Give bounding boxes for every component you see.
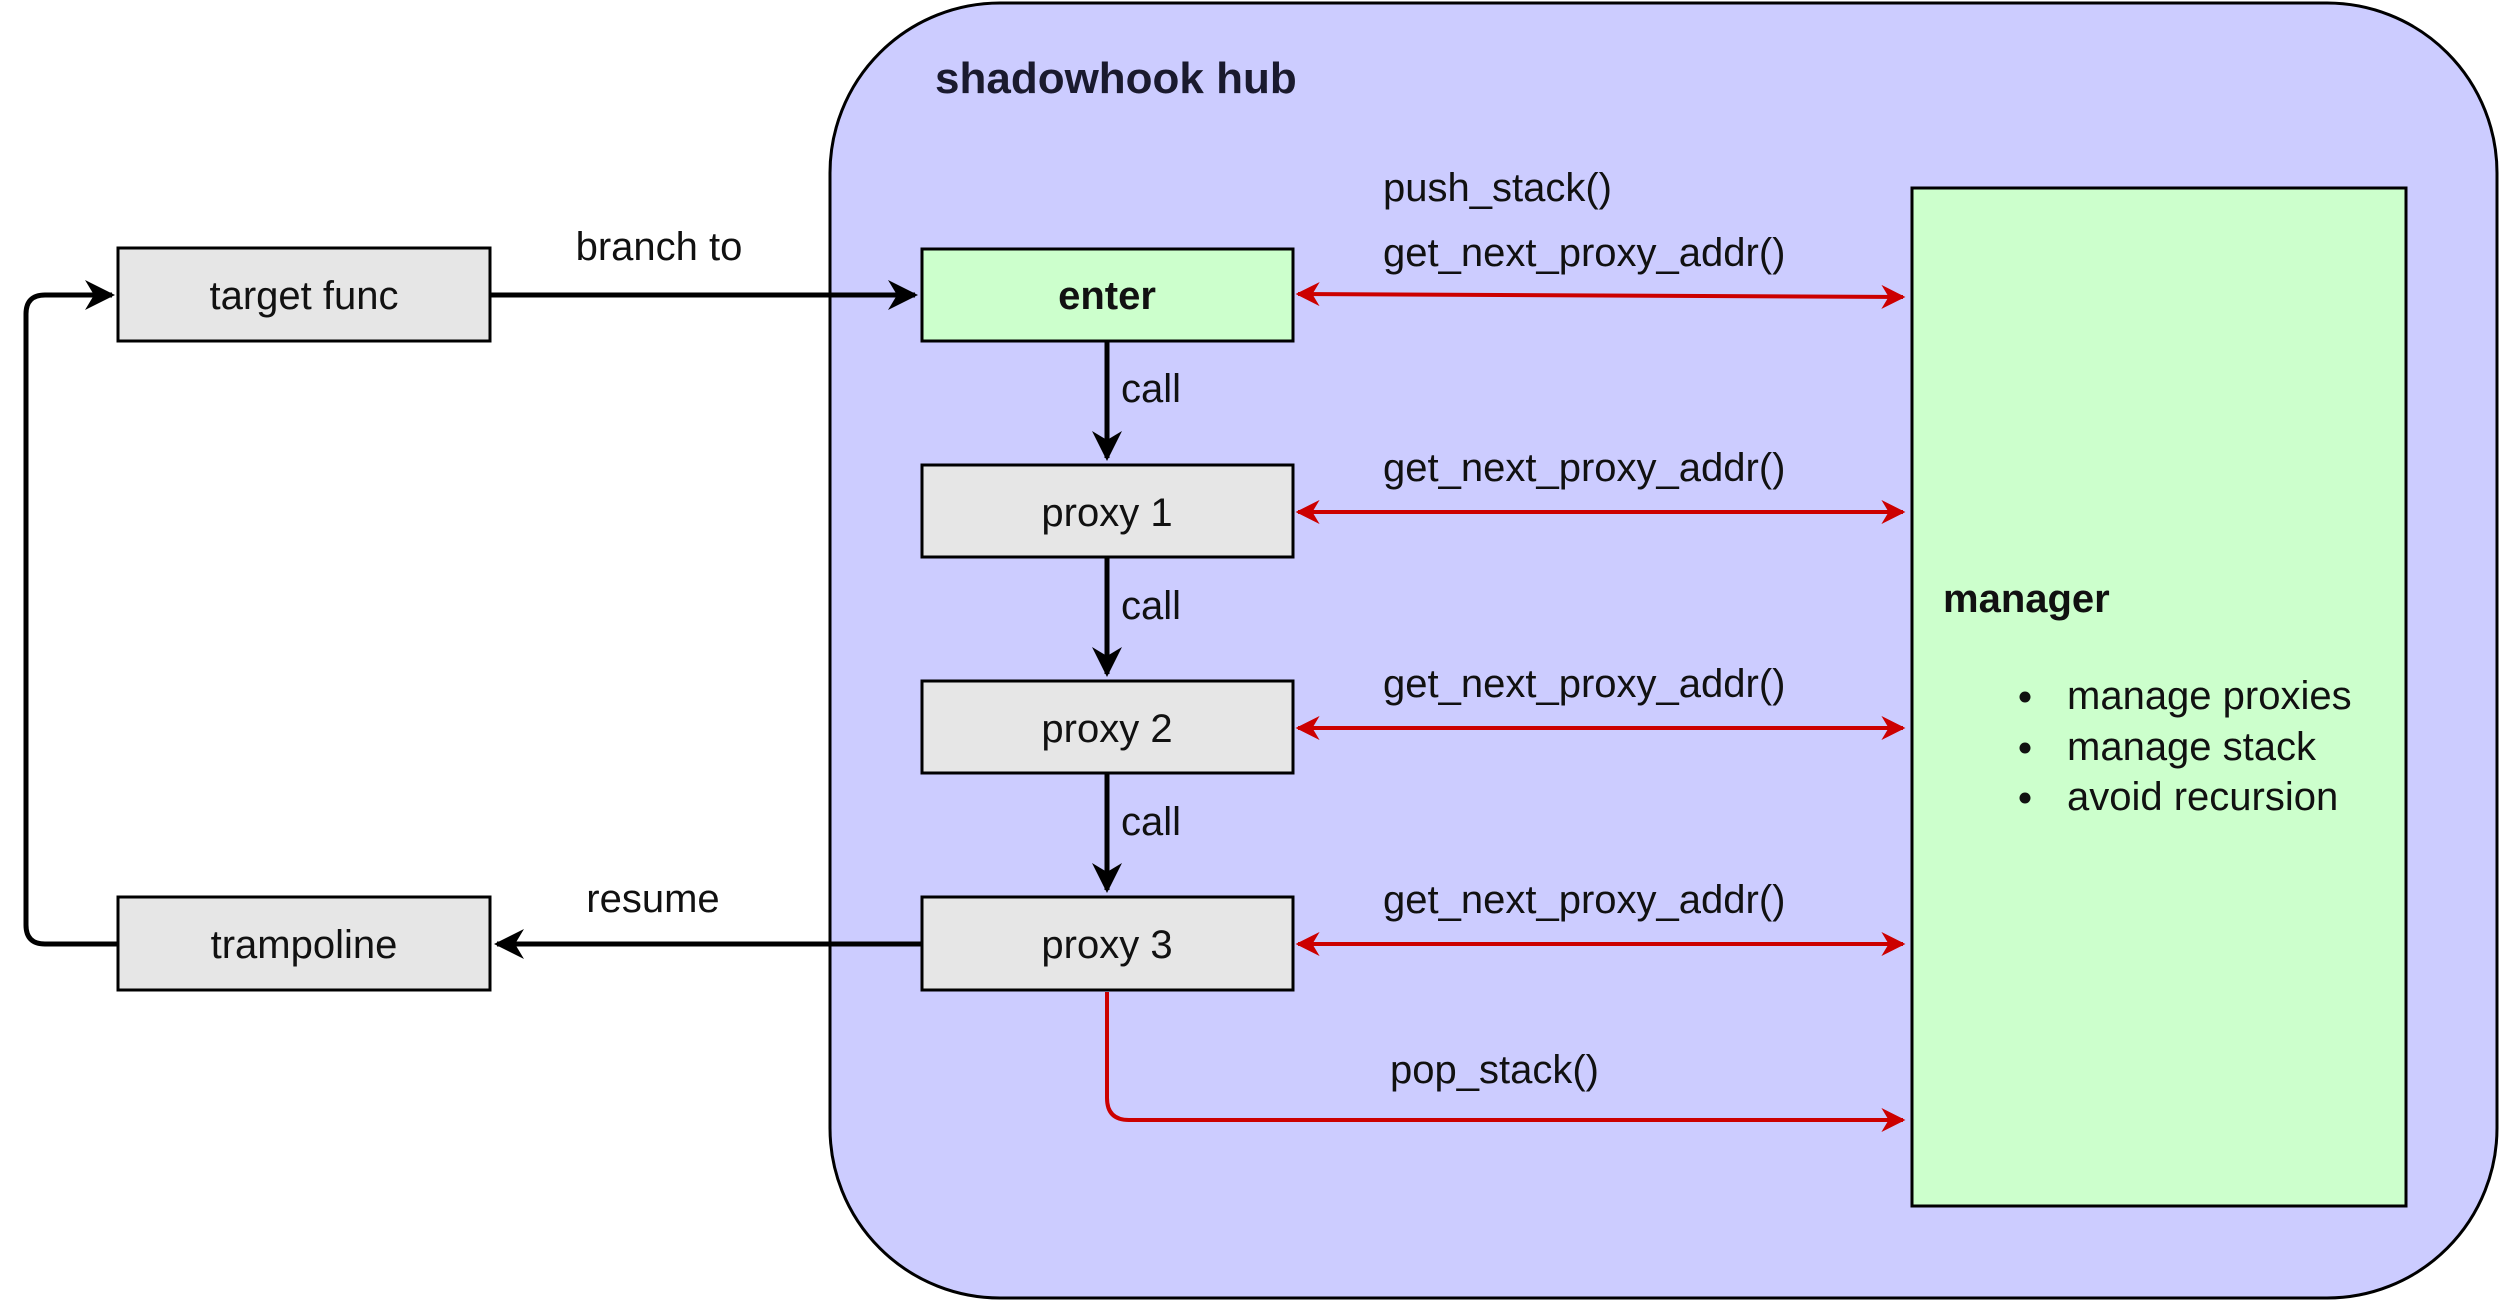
enter-manager-arrow — [1295, 282, 1906, 309]
manager-item-3: avoid recursion — [2067, 775, 2338, 819]
manager-box — [1910, 186, 2408, 1208]
proxy3-get-next-label: get_next_proxy_addr() — [1383, 878, 1785, 922]
branch-to-label: branch to — [576, 225, 743, 269]
manager-title: manager — [1943, 577, 2110, 621]
node-target-func: target func — [116, 246, 492, 343]
call-label-2: call — [1121, 584, 1181, 628]
node-proxy-2: proxy 2 — [920, 679, 1295, 775]
enter-box — [920, 247, 1295, 343]
manager-item-2: manage stack — [2067, 725, 2317, 769]
call-label-3: call — [1121, 800, 1181, 844]
manager-bullet-1 — [2019, 691, 2031, 703]
proxy-1-label: proxy 1 — [1041, 491, 1172, 535]
call-label-1: call — [1121, 367, 1181, 411]
proxy-3-box — [920, 895, 1295, 992]
target-func-label: target func — [209, 274, 398, 318]
proxy-3-label: proxy 3 — [1041, 923, 1172, 967]
node-trampoline: trampoline — [116, 895, 492, 992]
trampoline-box — [116, 895, 492, 992]
pop-stack-label: pop_stack() — [1390, 1048, 1599, 1092]
target-func-box — [116, 246, 492, 343]
proxy-1-box — [920, 463, 1295, 559]
trampoline-label: trampoline — [211, 923, 398, 967]
proxy-2-box — [920, 679, 1295, 775]
manager-bullet-2 — [2019, 742, 2031, 754]
enter-label: enter — [1058, 274, 1156, 318]
proxy-2-label: proxy 2 — [1041, 707, 1172, 751]
manager-item-1: manage proxies — [2067, 674, 2352, 718]
trampoline-to-target-arrow — [23, 280, 118, 947]
proxy2-get-next-label: get_next_proxy_addr() — [1383, 662, 1785, 706]
push-stack-label: push_stack() — [1383, 166, 1612, 210]
hub-title: shadowhook hub — [935, 54, 1297, 103]
proxy1-get-next-label: get_next_proxy_addr() — [1383, 446, 1785, 490]
enter-get-next-label: get_next_proxy_addr() — [1383, 231, 1785, 275]
pop-stack-arrow — [1105, 992, 1906, 1132]
manager-bullet-3 — [2019, 792, 2031, 804]
node-proxy-1: proxy 1 — [920, 463, 1295, 559]
resume-label: resume — [586, 877, 719, 921]
node-enter: enter — [920, 247, 1295, 343]
node-proxy-3: proxy 3 — [920, 895, 1295, 992]
